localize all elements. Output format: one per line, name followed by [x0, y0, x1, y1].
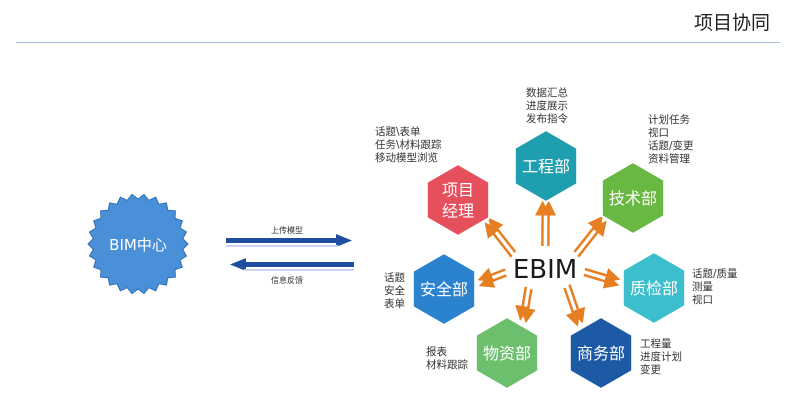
- upload-arrow-label: 上传模型: [271, 225, 303, 235]
- pm-notes: 话题\表单任务\材料跟踪移动模型浏览: [375, 126, 442, 165]
- dept-hexagon-pm: [425, 162, 491, 238]
- dept-hexagon-safety: [411, 251, 477, 327]
- ray-arrow-safety: [477, 267, 506, 282]
- note-line: 表单: [384, 298, 405, 310]
- dept-hexagon-quality: [621, 250, 687, 326]
- dept-label-business: 商务部: [577, 344, 625, 363]
- note-line: 变更: [640, 364, 661, 376]
- dept-label-materials: 物资部: [483, 344, 531, 363]
- dept-node-engineering[interactable]: 工程部: [513, 128, 579, 204]
- note-line: 发布指令: [526, 113, 568, 125]
- note-line: 材料跟踪: [426, 359, 468, 371]
- ebim-rays: [477, 200, 621, 327]
- note-line: 任务\材料跟踪: [375, 139, 442, 151]
- note-line: 视口: [692, 294, 713, 306]
- dept-label-pm: 项目: [442, 181, 474, 200]
- note-line: 工程量: [640, 338, 672, 350]
- ray-arrow-materials: [520, 289, 536, 324]
- dept-label-engineering: 工程部: [522, 157, 570, 176]
- safety-notes: 话题安全表单: [384, 272, 405, 311]
- feedback-arrow-label: 信息反馈: [271, 275, 303, 285]
- bim-center-label: BIM中心: [109, 236, 167, 254]
- dept-hexagon-tech: [600, 160, 666, 236]
- note-line: 进度计划: [640, 351, 682, 363]
- dept-node-tech[interactable]: 技术部: [600, 160, 666, 236]
- dept-node-materials[interactable]: 物资部: [474, 315, 540, 391]
- ray-arrow-pm: [488, 217, 517, 253]
- note-line: 话题/质量: [692, 268, 738, 280]
- dept-label-pm: 经理: [442, 202, 474, 221]
- materials-notes: 报表材料跟踪: [426, 346, 468, 372]
- tech-notes: 计划任务视口话题/变更资料管理: [648, 114, 694, 166]
- engineering-notes: 数据汇总进度展示发布指令: [526, 87, 568, 126]
- dept-node-quality[interactable]: 质检部: [621, 250, 687, 326]
- bim-center-badge: [87, 193, 189, 295]
- ray-arrow-safety: [478, 273, 507, 288]
- ray-arrow-business: [568, 284, 586, 324]
- title-divider: [16, 42, 780, 43]
- note-line: 话题/变更: [648, 140, 694, 152]
- ebim-label: EBIM: [513, 255, 577, 285]
- note-line: 话题: [384, 272, 405, 284]
- dept-hexagon-engineering: [513, 128, 579, 204]
- dept-hexagon-materials: [474, 315, 540, 391]
- page-title: 项目协同: [693, 12, 770, 34]
- quality-notes: 话题/质量测量视口: [692, 268, 738, 307]
- note-line: 视口: [648, 127, 669, 139]
- note-line: 计划任务: [648, 114, 690, 126]
- dept-hexagon-business: [568, 315, 634, 391]
- note-line: 数据汇总: [526, 87, 568, 99]
- dept-label-safety: 安全部: [420, 280, 468, 299]
- note-line: 移动模型浏览: [375, 152, 438, 164]
- note-line: 进度展示: [526, 100, 568, 112]
- dept-node-business[interactable]: 商务部: [568, 315, 634, 391]
- ray-arrow-tech: [577, 220, 607, 258]
- upload-arrow: [226, 234, 352, 247]
- ray-arrow-materials: [515, 286, 531, 321]
- feedback-arrow: [230, 258, 354, 271]
- dept-node-safety[interactable]: 安全部: [411, 251, 477, 327]
- note-line: 安全: [384, 285, 405, 297]
- note-line: 报表: [426, 346, 447, 358]
- dept-label-tech: 技术部: [609, 189, 657, 208]
- note-line: 测量: [692, 281, 713, 293]
- dept-label-quality: 质检部: [630, 279, 678, 298]
- business-notes: 工程量进度计划变更: [640, 338, 682, 377]
- note-line: 话题\表单: [375, 126, 421, 138]
- ray-arrow-quality: [583, 273, 620, 289]
- note-line: 资料管理: [648, 153, 690, 165]
- ray-arrow-business: [563, 287, 581, 327]
